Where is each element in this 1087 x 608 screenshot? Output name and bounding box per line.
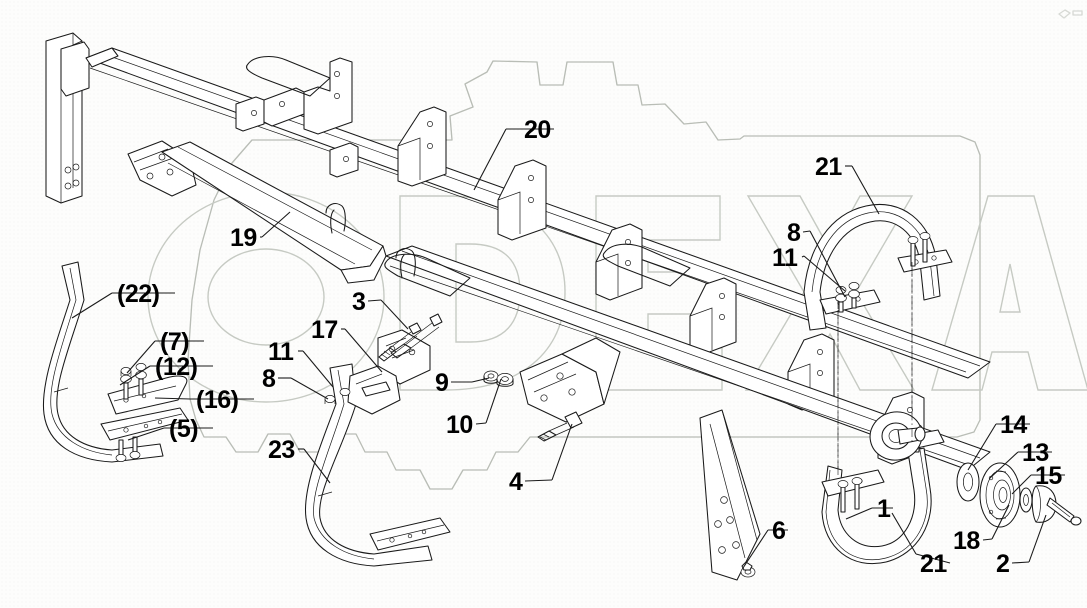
u-clip-2 [395,248,416,279]
bolt-group-right-rear [835,232,931,313]
tube-sleeve-rear-2 [602,243,691,287]
callout-22: (22) [117,280,160,308]
leader-line [991,504,1010,540]
callout-16: (16) [196,386,239,414]
leader-line [967,423,997,471]
callout-15: 15 [1035,462,1062,490]
callout-8: 8 [787,219,801,247]
leader-line [891,512,917,555]
watermark-letter-a [931,195,1087,391]
leader-line [119,365,151,386]
leader-line [154,397,191,400]
bolt-group-center [324,388,351,404]
leader-tick [915,553,951,564]
leader-line [1011,474,1032,495]
callout-23: 23 [268,436,295,464]
leader-line [471,377,490,383]
callout-8: 8 [262,365,276,393]
hub-assembly [869,411,1082,528]
leader-line [551,423,573,481]
bolt-2 [1046,497,1082,526]
leader-line [126,340,156,374]
leader-line [380,299,409,330]
callout-1: 1 [877,495,891,523]
callout-17: 17 [311,316,338,344]
u-clip-1 [325,203,346,234]
callout-4: 4 [509,468,523,496]
bolt-group-left [115,363,147,462]
gear-outline [187,60,981,490]
leader-line [302,350,334,388]
tine-wing-left [107,375,188,415]
leader-line [290,377,329,400]
machine-linework [42,32,1082,581]
leader-tick [475,422,487,425]
front-toolbar-assembly [127,140,991,471]
leader-line [1028,514,1047,563]
callout-13: 13 [1022,439,1049,467]
bolt-4 [537,411,583,442]
callout-6: 6 [772,517,786,545]
leader-line [71,292,113,319]
leader-tick [801,255,805,258]
callout-7: (7) [160,328,190,356]
callout-11: 11 [772,244,798,272]
leader-tick [524,479,553,482]
rear-bracket-1 [235,57,353,135]
hardware-9-10 [483,370,514,387]
spring-tine-center [304,322,451,567]
rear-bracket-4 [595,223,643,301]
leader-line [989,451,1019,479]
leader-line [742,529,769,569]
leader-tick [982,538,993,541]
right-upright-plate [699,409,761,581]
corner-mark [1058,9,1083,19]
callout-10: 10 [446,411,473,439]
leader-line [851,165,880,215]
bolt-3 [378,322,422,362]
callout-18: 18 [953,527,980,555]
callout-2: 2 [996,550,1010,578]
callout-12: (12) [155,353,198,381]
leader-line [261,211,291,238]
long-bolt-left-center [390,313,443,359]
leader-line [344,328,383,373]
tube-sleeve-rear-1 [246,55,331,97]
callout-leaders [71,128,1065,569]
leader-line [127,427,165,441]
leader-line [303,448,331,484]
tine-point-left [100,407,189,441]
callout-20: 20 [524,116,551,144]
callout-21: 21 [815,153,842,181]
leader-line [485,378,502,424]
callout-14: 14 [1000,411,1027,439]
rear-bracket-3 [497,159,547,241]
bolt-6 [740,561,756,578]
callout-9: 9 [435,369,449,397]
leader-tick [1011,561,1030,564]
leader-tick [802,230,811,233]
callout-3: 3 [352,288,366,316]
callout-19: 19 [230,224,257,252]
leader-line [845,507,873,520]
tube-sleeve-front [384,253,471,297]
leader-line [473,128,507,191]
center-hitch [519,337,621,423]
spring-tine-left [42,261,189,463]
leader-line [803,255,846,292]
cap-18 [1031,485,1057,523]
callout-5: (5) [169,415,199,443]
leader-tick [367,299,382,302]
rear-bracket-2 [329,106,447,187]
rear-bracket-5 [689,277,737,355]
callout-11: 11 [268,338,294,366]
callout-21: 21 [920,550,947,578]
